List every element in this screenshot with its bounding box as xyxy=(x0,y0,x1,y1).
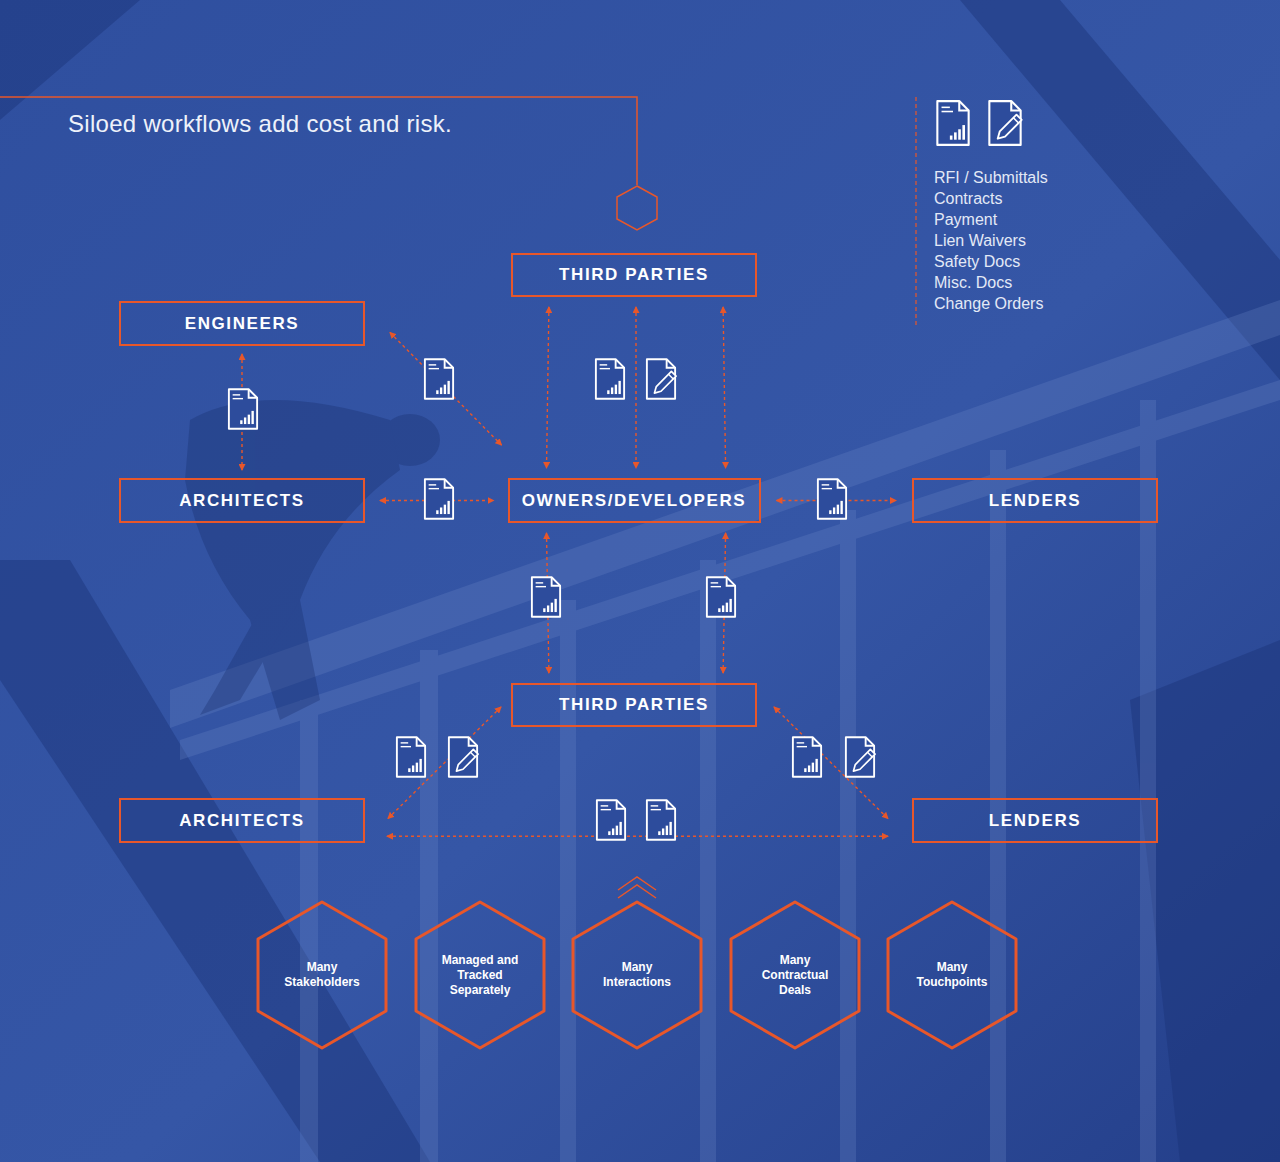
worker-silhouette xyxy=(185,400,440,720)
stakeholder-box: OWNERS/DEVELOPERS xyxy=(508,478,761,523)
document-type-label: Safety Docs xyxy=(934,251,1048,272)
box-label: LENDERS xyxy=(989,811,1081,831)
box-label: OWNERS/DEVELOPERS xyxy=(522,491,747,511)
stakeholder-box: ARCHITECTS xyxy=(119,478,365,523)
box-label: ENGINEERS xyxy=(185,314,300,334)
hexagon-text: Managed and Tracked Separately xyxy=(432,953,528,998)
box-label: ARCHITECTS xyxy=(179,491,305,511)
document-type-list: RFI / SubmittalsContractsPaymentLien Wai… xyxy=(934,167,1048,314)
wood-frame xyxy=(170,300,1280,1162)
box-label: THIRD PARTIES xyxy=(559,265,709,285)
document-type-label: Lien Waivers xyxy=(934,230,1048,251)
document-type-label: Misc. Docs xyxy=(934,272,1048,293)
box-label: ARCHITECTS xyxy=(179,811,305,831)
summary-hexagon: Many Contractual Deals xyxy=(729,900,861,1050)
dashed-connector xyxy=(723,307,726,468)
stakeholder-box: THIRD PARTIES xyxy=(511,253,757,297)
summary-hexagon: Managed and Tracked Separately xyxy=(414,900,546,1050)
icon-group xyxy=(229,101,1022,840)
stakeholder-box: ENGINEERS xyxy=(119,301,365,346)
hexagon-text: Many Stakeholders xyxy=(274,960,370,990)
dashed-connector xyxy=(390,333,502,446)
dashed-connector xyxy=(388,707,501,819)
header-hexagon xyxy=(617,186,657,230)
legend-rule xyxy=(915,97,916,328)
hexagon-text: Many Touchpoints xyxy=(904,960,1000,990)
stakeholder-box: LENDERS xyxy=(912,798,1158,843)
document-type-label: Contracts xyxy=(934,188,1048,209)
stakeholder-box: ARCHITECTS xyxy=(119,798,365,843)
document-type-label: Change Orders xyxy=(934,293,1048,314)
diagram-title: Siloed workflows add cost and risk. xyxy=(68,110,452,138)
header-rule xyxy=(0,97,637,185)
summary-hexagon: Many Touchpoints xyxy=(886,900,1018,1050)
hexagon-text: Many Contractual Deals xyxy=(747,953,843,998)
summary-hexagon: Many Interactions xyxy=(571,900,703,1050)
up-chevron xyxy=(618,877,656,898)
hexagon-text: Many Interactions xyxy=(589,960,685,990)
document-type-label: Payment xyxy=(934,209,1048,230)
summary-hexagon: Many Stakeholders xyxy=(256,900,388,1050)
dashed-connector xyxy=(387,836,888,837)
dashed-connector xyxy=(635,307,636,468)
dashed-connector xyxy=(547,307,549,468)
box-label: LENDERS xyxy=(989,491,1081,511)
stakeholder-box: THIRD PARTIES xyxy=(511,683,757,727)
document-type-label: RFI / Submittals xyxy=(934,167,1048,188)
box-label: THIRD PARTIES xyxy=(559,695,709,715)
dashed-connector xyxy=(774,707,888,819)
stakeholder-box: LENDERS xyxy=(912,478,1158,523)
